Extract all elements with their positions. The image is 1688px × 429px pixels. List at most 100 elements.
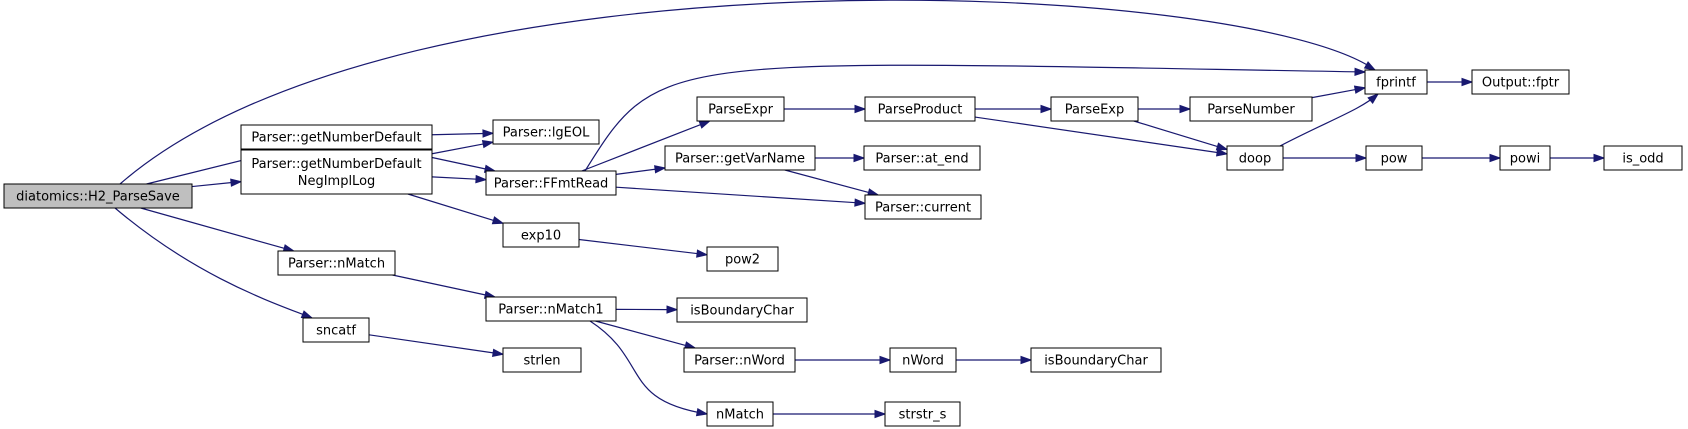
edge-line	[974, 116, 1219, 154]
edge-layer	[114, 0, 1606, 419]
edge-nword-to-isbc2	[956, 355, 1033, 365]
node-strlen[interactable]: strlen	[502, 347, 582, 373]
edge-h2-to-fprintf	[119, 0, 1377, 185]
node-isbc2[interactable]: isBoundaryChar	[1030, 347, 1162, 373]
edge-arrowhead	[1489, 153, 1502, 163]
edge-parseexpr-to-parseproduct	[784, 104, 867, 114]
node-box	[1364, 69, 1428, 95]
node-doop[interactable]: doop	[1226, 145, 1284, 171]
node-lgeol[interactable]: Parser::lgEOL	[492, 119, 600, 145]
node-label: Parser::current	[875, 201, 971, 216]
node-box	[1365, 145, 1423, 171]
node-label: ParseExp	[1065, 103, 1125, 118]
node-label: Parser::lgEOL	[503, 126, 591, 141]
edge-gnd-to-lgeol	[431, 129, 495, 138]
node-h2[interactable]: diatomics::H2_ParseSave	[3, 183, 193, 209]
edge-arrowhead	[1353, 85, 1367, 94]
edge-gndn-to-exp10	[407, 193, 505, 225]
node-label: nMatch	[716, 408, 764, 423]
node-nword[interactable]: nWord	[889, 347, 957, 373]
edge-line	[615, 168, 657, 175]
edge-arrowhead	[854, 104, 867, 114]
edge-arrowhead	[492, 348, 505, 357]
node-box	[1226, 145, 1284, 171]
node-isbc1[interactable]: isBoundaryChar	[676, 297, 808, 323]
node-label: fprintf	[1376, 76, 1416, 91]
node-label: Parser::FFmtRead	[494, 177, 609, 192]
edge-pnword-to-nword	[795, 355, 892, 365]
node-label: exp10	[521, 229, 561, 244]
node-box	[664, 145, 816, 171]
edge-line	[784, 169, 870, 194]
edge-arrowhead	[491, 216, 505, 225]
node-nmatchg[interactable]: nMatch	[706, 401, 774, 427]
edge-arrowhead	[666, 305, 679, 314]
node-box	[864, 96, 976, 122]
edge-line	[431, 176, 478, 180]
node-box	[1499, 145, 1551, 171]
node-nmatch[interactable]: Parser::nMatch	[277, 250, 396, 276]
node-parsenumber[interactable]: ParseNumber	[1189, 96, 1313, 122]
edge-line	[584, 64, 1366, 172]
edge-arrowhead	[853, 153, 866, 163]
edge-nmatch1-to-pnword	[595, 320, 697, 350]
edge-line	[431, 143, 485, 155]
edge-arrowhead	[854, 198, 867, 207]
node-box	[485, 170, 617, 196]
node-fprintf[interactable]: fprintf	[1364, 69, 1428, 95]
node-exp10[interactable]: exp10	[502, 222, 580, 248]
node-label: Output::fptr	[1482, 76, 1560, 91]
node-box	[864, 194, 982, 220]
edge-line	[595, 320, 687, 347]
edge-arrowhead	[1216, 148, 1229, 157]
node-current[interactable]: Parser::current	[864, 194, 982, 220]
node-fptr[interactable]: Output::fptr	[1471, 69, 1570, 95]
node-box	[502, 222, 580, 248]
node-box	[696, 96, 785, 122]
node-label: Parser::nMatch	[288, 257, 385, 272]
node-pow2[interactable]: pow2	[706, 246, 779, 272]
node-label: NegImplLog	[298, 174, 376, 189]
node-atend[interactable]: Parser::at_end	[863, 145, 981, 171]
edge-line	[589, 320, 708, 415]
edge-doop-to-fprintf	[1279, 93, 1380, 147]
node-strstr[interactable]: strstr_s	[884, 401, 961, 427]
edge-arrowhead	[230, 178, 243, 187]
node-pnword[interactable]: Parser::nWord	[683, 347, 796, 373]
edge-powi-to-isodd	[1550, 153, 1606, 163]
edge-arrowhead	[300, 310, 314, 319]
edge-parsenumber-to-fprintf	[1311, 85, 1367, 99]
node-sncatf[interactable]: sncatf	[302, 317, 370, 343]
edge-gndn-to-lgeol	[431, 139, 495, 155]
edge-line	[368, 334, 495, 354]
node-gnd[interactable]: Parser::getNumberDefault	[240, 124, 433, 150]
edge-exp10-to-pow2	[578, 238, 709, 258]
node-pow[interactable]: pow	[1365, 145, 1423, 171]
edge-line	[1133, 120, 1219, 148]
node-ffmt[interactable]: Parser::FFmtRead	[485, 170, 617, 196]
edge-arrowhead	[1215, 142, 1229, 151]
edge-arrowhead	[1179, 104, 1192, 114]
node-label: Parser::nMatch1	[498, 303, 603, 318]
node-nmatch1[interactable]: Parser::nMatch1	[485, 296, 617, 322]
node-box	[676, 297, 808, 323]
edge-arrowhead	[874, 409, 887, 419]
edge-line	[431, 132, 485, 136]
node-box	[240, 124, 433, 150]
node-parseexp[interactable]: ParseExp	[1050, 96, 1139, 122]
node-box	[706, 246, 779, 272]
edge-nmatchg-to-strstr	[773, 409, 887, 419]
node-label: is_odd	[1622, 152, 1663, 167]
node-box	[863, 145, 981, 171]
node-parseexpr[interactable]: ParseExpr	[696, 96, 785, 122]
node-parseproduct[interactable]: ParseProduct	[864, 96, 976, 122]
edge-gndn-to-ffmt	[431, 174, 488, 184]
node-isodd[interactable]: is_odd	[1603, 145, 1683, 171]
edge-arrowhead	[482, 129, 495, 138]
node-label: isBoundaryChar	[1044, 354, 1148, 369]
node-getvarname[interactable]: Parser::getVarName	[664, 145, 816, 171]
edge-ffmt-to-current	[615, 186, 867, 207]
edge-fprintf-to-fptr	[1427, 77, 1474, 87]
node-powi[interactable]: powi	[1499, 145, 1551, 171]
